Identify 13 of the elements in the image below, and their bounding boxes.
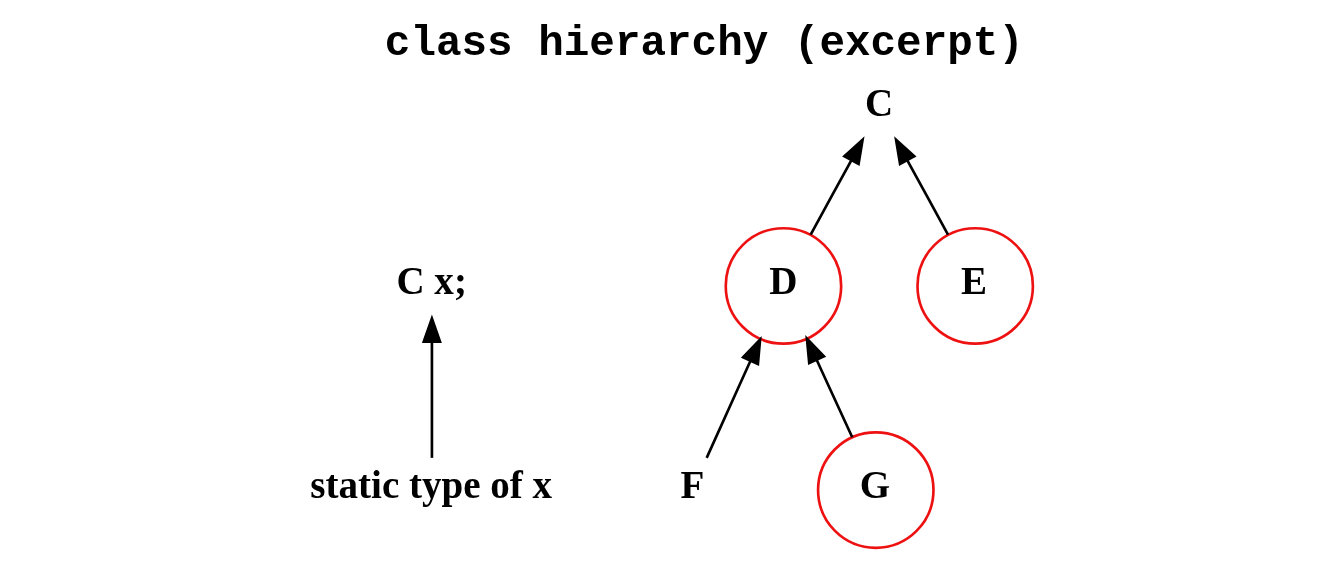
arrow bbox=[805, 335, 854, 438]
arrow bbox=[421, 314, 442, 458]
node-text: static type of x bbox=[310, 463, 553, 507]
node-text: C bbox=[865, 80, 894, 124]
arrow bbox=[809, 136, 865, 236]
node-circle: G bbox=[816, 431, 935, 550]
arrow bbox=[894, 136, 950, 236]
node-circle: D bbox=[724, 226, 843, 345]
node-text: F bbox=[680, 463, 705, 507]
arrow bbox=[705, 335, 762, 459]
node-circle: E bbox=[916, 226, 1035, 345]
diagram-title: class hierarchy (excerpt) bbox=[384, 19, 1024, 68]
node-text: C x; bbox=[396, 259, 467, 303]
